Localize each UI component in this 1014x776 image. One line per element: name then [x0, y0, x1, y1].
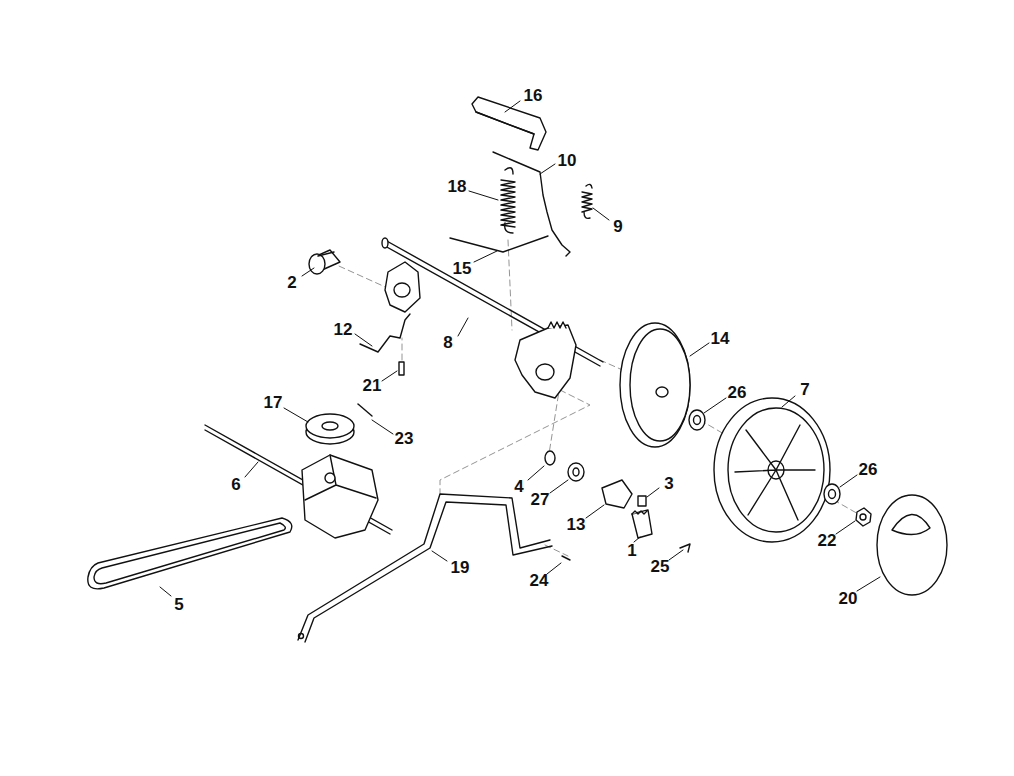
leader-lines	[160, 101, 880, 596]
callout-number: 15	[453, 260, 472, 277]
pin-21	[399, 362, 404, 375]
washer-26a	[689, 410, 705, 430]
callout-number: 14	[711, 330, 730, 347]
callout-number: 18	[448, 178, 467, 195]
callout-number: 10	[558, 152, 577, 169]
hubcap-20	[877, 495, 947, 595]
callout-number: 23	[395, 430, 414, 447]
wire-12	[360, 314, 410, 352]
callout-number: 13	[567, 516, 586, 533]
shaft-6-gearbox	[205, 425, 392, 538]
spring-18	[501, 168, 515, 233]
callout-number: 19	[451, 559, 470, 576]
wheel-7	[714, 398, 830, 542]
lever-19	[298, 494, 552, 642]
dashed-axes	[330, 240, 860, 556]
small-parts	[545, 451, 690, 560]
axle-8	[382, 238, 603, 398]
callout-number: 7	[800, 381, 809, 398]
callout-number: 6	[231, 476, 240, 493]
bushing-2	[309, 250, 340, 274]
pulley-17	[306, 414, 354, 444]
spring-9	[582, 184, 592, 218]
callout-number: 21	[363, 377, 382, 394]
callout-number: 16	[524, 87, 543, 104]
callout-number: 17	[264, 394, 283, 411]
pin-23	[358, 404, 372, 416]
callout-number: 20	[839, 590, 858, 607]
callout-number: 9	[613, 218, 622, 235]
callout-number: 25	[651, 558, 670, 575]
callout-number: 24	[530, 572, 549, 589]
callout-number: 12	[334, 321, 353, 338]
bracket-16	[472, 97, 546, 150]
callout-number: 2	[287, 274, 296, 291]
belt-5	[88, 518, 292, 589]
callout-number: 5	[174, 596, 183, 613]
callout-number: 1	[627, 542, 636, 559]
disc-14	[620, 323, 690, 447]
callout-number: 4	[514, 478, 523, 495]
callout-number: 26	[728, 384, 747, 401]
nut-22	[856, 508, 871, 526]
callout-number: 27	[531, 491, 550, 508]
callout-number: 22	[818, 532, 837, 549]
callout-number: 8	[443, 334, 452, 351]
callout-number: 26	[859, 461, 878, 478]
rod-15	[450, 236, 548, 252]
callout-number: 3	[664, 475, 673, 492]
washer-26b	[824, 484, 840, 504]
